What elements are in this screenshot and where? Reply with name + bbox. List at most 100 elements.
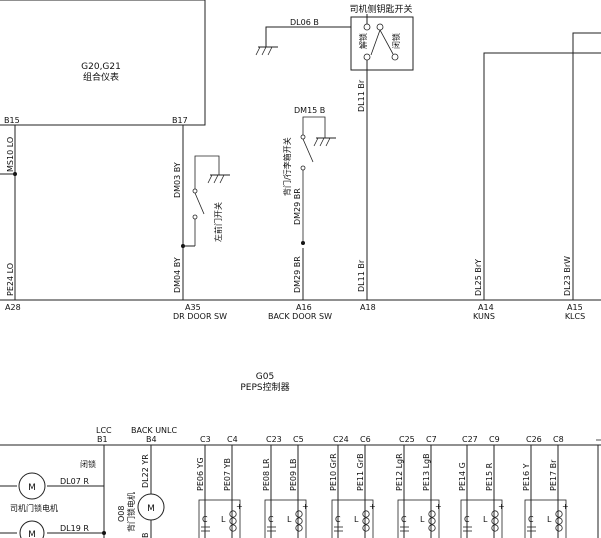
door-motor-icon-2: [19, 520, 45, 538]
coil-icon: [491, 524, 499, 532]
pin-b4: B4: [146, 435, 157, 444]
inductor-label: L: [354, 515, 359, 524]
coil-icon: [295, 524, 303, 532]
pin-a14: A14: [478, 303, 494, 312]
connector-wire-label-b: PE07 YB: [223, 458, 232, 491]
capacitor-label: C: [401, 515, 407, 524]
wire-dl07: DL07 R: [60, 477, 89, 486]
wire-b-partial: B: [141, 533, 150, 538]
pin-a16-name: BACK DOOR SW: [268, 312, 332, 321]
capacitor-label: C: [202, 515, 208, 524]
inductor-label: L: [420, 515, 425, 524]
back-door-switch-label: 背门/行李箱开关: [282, 137, 292, 196]
polarity-mark: +: [435, 502, 442, 511]
connector-pin-a: C25: [399, 435, 415, 444]
lock-label-2: 闭锁: [80, 459, 96, 469]
connector-pin-a: C24: [333, 435, 349, 444]
antenna-box: [264, 499, 307, 538]
polarity-mark: +: [498, 502, 505, 511]
connector-wire-label-a: PE16 Y: [522, 463, 531, 491]
back-unlc-label: BACK UNLC: [131, 426, 177, 435]
pin-a35: A35: [185, 303, 201, 312]
wire-dl06: DL06 B: [290, 18, 319, 27]
wire-dl19: DL19 R: [60, 524, 89, 533]
pin-a15: A15: [567, 303, 583, 312]
connector-pin-a: C26: [526, 435, 542, 444]
wire-ms10: MS10 LO: [6, 137, 15, 172]
inductor-label: L: [221, 515, 226, 524]
cluster-name: G20,G21: [81, 62, 121, 72]
coil-icon: [428, 524, 436, 532]
coil-icon: [555, 517, 563, 525]
connector-wire-label-b: PE17 Br: [549, 459, 558, 491]
pin-b17: B17: [172, 116, 188, 125]
coil-icon: [229, 510, 237, 518]
capacitor-label: C: [464, 515, 470, 524]
wire-dl25: DL25 BrY: [474, 259, 483, 296]
key-switch-title: 司机侧钥匙开关: [349, 3, 412, 15]
front-door-switch-icon: [192, 155, 230, 246]
door-motor-icon: [18, 472, 46, 500]
connector-wire-label-b: PE13 LgB: [422, 453, 431, 491]
polarity-mark: +: [562, 502, 569, 511]
coil-icon: [362, 524, 370, 532]
door-motor-label: 司机门锁电机: [10, 503, 58, 513]
polarity-mark: +: [369, 502, 376, 511]
polarity-mark: +: [302, 502, 309, 511]
wire-dm29b: DM29 BR: [293, 256, 302, 293]
ground-icon: [255, 46, 278, 56]
wire-dl11-top: DL11 Br: [357, 79, 366, 112]
unlock-label: 解锁: [358, 33, 368, 49]
inductor-label: L: [547, 515, 552, 524]
capacitor-label: C: [528, 515, 534, 524]
connector-wire-label-b: PE11 GrB: [356, 453, 365, 491]
coil-icon: [555, 510, 563, 518]
antenna-box: [397, 499, 440, 538]
coil-icon: [362, 510, 370, 518]
connector-pin-b: C4: [227, 435, 238, 444]
connector-wire-label-b: PE09 LB: [289, 458, 298, 491]
connector-pin-a: C3: [200, 435, 211, 444]
coil-icon: [491, 517, 499, 525]
ground-icon-2: [313, 137, 336, 147]
wire-dl11-bottom: DL11 Br: [357, 259, 366, 292]
cluster-box: [0, 0, 206, 126]
coil-icon: [229, 524, 237, 532]
pin-a14-name: KUNS: [473, 312, 495, 321]
peps-name: PEPS控制器: [240, 381, 289, 393]
front-door-switch-label: 左前门开关: [213, 202, 223, 242]
inductor-label: L: [287, 515, 292, 524]
connector-wire-label-a: PE10 GrR: [329, 453, 338, 491]
coil-icon: [295, 517, 303, 525]
motor-m-2: M: [28, 530, 36, 538]
pin-a16: A16: [296, 303, 312, 312]
pin-b15: B15: [4, 116, 20, 125]
key-switch-box: [350, 16, 414, 71]
antenna-box: [524, 499, 567, 538]
connector-pin-a: C23: [266, 435, 282, 444]
connector-pin-b: C6: [360, 435, 371, 444]
coil-icon: [362, 517, 370, 525]
connector-wire-label-a: PE14 G: [458, 462, 467, 491]
coil-icon: [428, 510, 436, 518]
pin-a28: A28: [5, 303, 21, 312]
wire-dm03: DM03 BY: [173, 162, 182, 198]
pin-a15-name: KLCS: [565, 312, 585, 321]
coil-icon: [428, 517, 436, 525]
connector-pin-b: C8: [553, 435, 564, 444]
coil-icon: [555, 524, 563, 532]
wire-dm04: DM04 BY: [173, 257, 182, 293]
lcc-label: LCC: [96, 426, 112, 435]
wire-dm15: DM15 B: [294, 106, 325, 115]
pin-a18: A18: [360, 303, 376, 312]
connector-pin-a: C27: [462, 435, 478, 444]
capacitor-label: C: [268, 515, 274, 524]
back-motor-o08: O08: [117, 506, 126, 522]
wire-dm29a: DM29 BR: [293, 188, 302, 225]
connector-pin-b: C5: [293, 435, 304, 444]
connector-wire-label-a: PE06 YG: [196, 457, 205, 491]
capacitor-label: C: [335, 515, 341, 524]
connector-pin-b: C9: [489, 435, 500, 444]
